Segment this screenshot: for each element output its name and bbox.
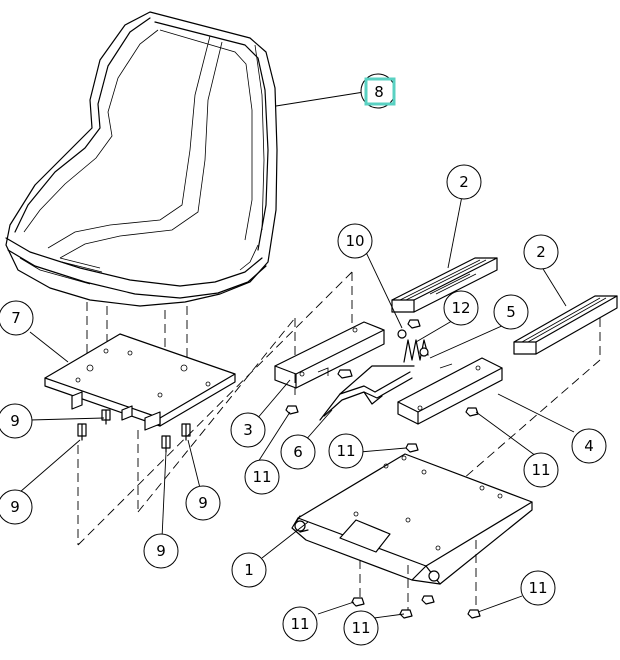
callout-9c: 9 — [143, 533, 179, 569]
svg-text:5: 5 — [506, 303, 516, 321]
svg-text:4: 4 — [584, 437, 594, 455]
leader-lines — [19, 91, 575, 619]
svg-text:11: 11 — [528, 579, 547, 597]
svg-text:6: 6 — [293, 443, 303, 461]
svg-text:8: 8 — [374, 83, 384, 101]
callout-8-highlight-box — [364, 77, 396, 106]
callout-8: 8 — [360, 73, 396, 109]
seat-cushion — [5, 11, 278, 307]
svg-text:12: 12 — [451, 299, 470, 317]
callout-11c: 11 — [523, 452, 559, 488]
callout-4: 4 — [571, 428, 607, 464]
callout-11e: 11 — [343, 610, 379, 646]
callout-9b: 9 — [0, 489, 33, 525]
svg-text:9: 9 — [10, 412, 20, 430]
svg-text:11: 11 — [336, 442, 355, 460]
svg-text:1: 1 — [244, 561, 254, 579]
svg-text:11: 11 — [252, 468, 271, 486]
bracket-3 — [274, 321, 385, 389]
callout-2a: 2 — [446, 164, 482, 200]
callout-11a: 11 — [244, 459, 280, 495]
slide-rail-2-left — [391, 257, 498, 313]
callout-1: 1 — [231, 552, 267, 588]
release-handle-6 — [319, 365, 415, 421]
alignment-lines — [77, 271, 601, 610]
callout-11b: 11 — [328, 433, 364, 469]
callout-9a: 9 — [0, 403, 33, 439]
svg-text:2: 2 — [459, 173, 469, 191]
callout-6: 6 — [280, 434, 316, 470]
svg-text:2: 2 — [536, 243, 546, 261]
callout-11d: 11 — [282, 606, 318, 642]
svg-text:11: 11 — [290, 615, 309, 633]
slide-rail-2-right — [513, 295, 618, 355]
nuts-11 — [285, 319, 481, 619]
callout-2b: 2 — [523, 234, 559, 270]
svg-text:9: 9 — [156, 542, 166, 560]
bracket-4 — [397, 357, 503, 425]
base-plate-1 — [291, 453, 533, 585]
callout-9d: 9 — [185, 485, 221, 521]
callout-5: 5 — [493, 294, 529, 330]
svg-text:3: 3 — [243, 421, 253, 439]
bolts-9 — [77, 409, 191, 453]
svg-text:10: 10 — [345, 232, 364, 250]
spring-5 — [397, 329, 453, 369]
callout-3: 3 — [230, 412, 266, 448]
mounting-plate-7 — [44, 333, 236, 431]
svg-text:9: 9 — [10, 498, 20, 516]
callout-10: 10 — [337, 223, 373, 259]
callout-11f: 11 — [520, 570, 556, 606]
svg-text:9: 9 — [198, 494, 208, 512]
svg-text:11: 11 — [351, 619, 370, 637]
callout-12: 12 — [443, 290, 479, 326]
callout-7: 7 — [0, 300, 34, 336]
svg-text:7: 7 — [11, 309, 21, 327]
svg-text:11: 11 — [531, 461, 550, 479]
